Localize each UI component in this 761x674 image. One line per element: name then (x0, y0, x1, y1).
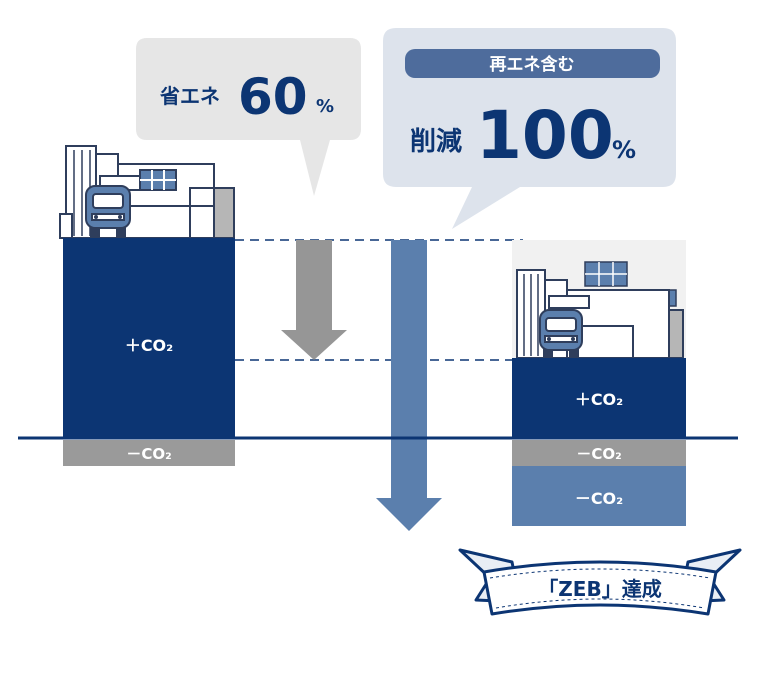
energy-saving-value: 60 (238, 68, 308, 126)
reduction-unit: % (612, 136, 636, 164)
reduction-value: 100 (476, 97, 614, 174)
bus-icon (85, 185, 131, 237)
bus-icon (539, 309, 583, 358)
energy-saving-bubble: 省エネ 60 % (136, 38, 361, 196)
reduction-bubble: 再エネ含む 削減 100 % (383, 28, 676, 229)
left-minus-co2-bar (63, 440, 235, 466)
zeb-ribbon: 「ZEB」達成 (458, 548, 742, 616)
reduction-label: 削減 (410, 127, 462, 157)
energy-saving-label: 省エネ (159, 84, 220, 108)
energy-saving-arrow (281, 240, 347, 360)
left-plus-co2-label: ＋CO₂ (125, 336, 173, 355)
right-plus-co2-label: ＋CO₂ (575, 390, 623, 409)
renewables-included-tag: 再エネ含む (490, 54, 575, 75)
right-plus-co2-bar (512, 358, 686, 438)
right-minus-co2-bar-2 (512, 466, 686, 526)
right-minus-co2-label-2: －CO₂ (575, 489, 623, 508)
right-minus-co2-label-1: －CO₂ (576, 445, 621, 463)
right-minus-co2-bar-1 (512, 440, 686, 466)
zeb-achieved-label: 「ZEB」達成 (538, 577, 661, 601)
left-minus-co2-label: －CO₂ (126, 445, 171, 463)
left-plus-co2-bar (63, 238, 235, 438)
energy-saving-unit: % (316, 96, 334, 117)
reduction-arrow (376, 240, 442, 531)
